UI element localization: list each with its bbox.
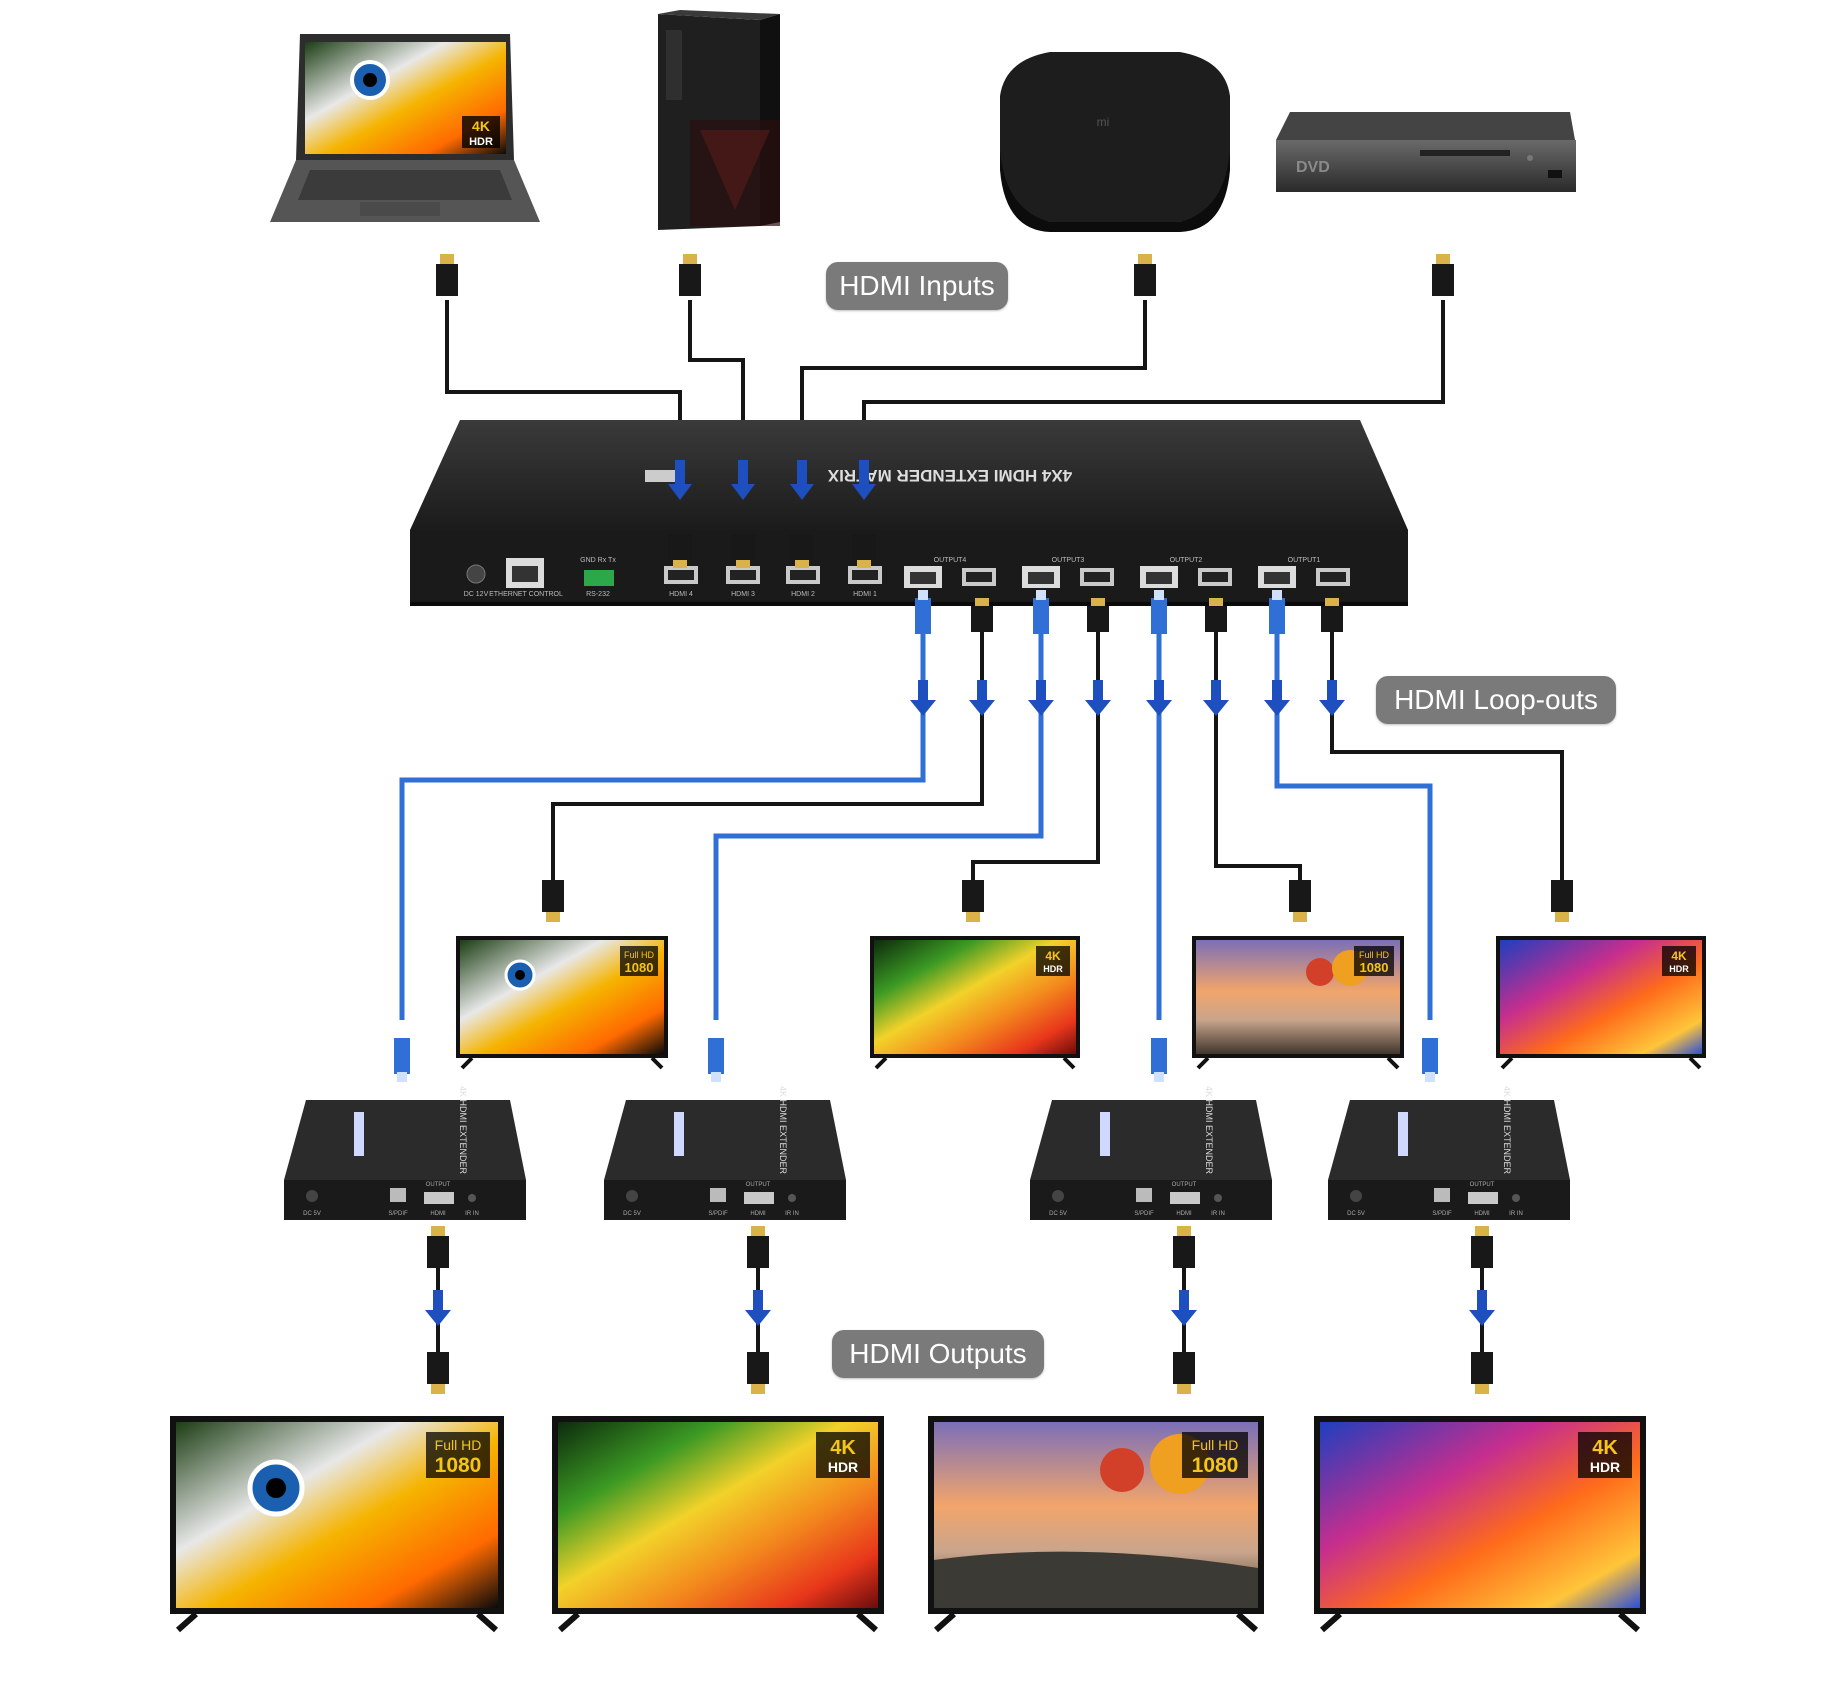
extender-receiver-4: 4K HDMI EXTENDER DC 5V S/PDIF OUTPUT HDM… (1328, 1086, 1570, 1220)
output-hdmi-plugs (427, 1226, 1493, 1394)
matrix-input-plugs (668, 534, 876, 568)
extender-3-top-label: 4K HDMI EXTENDER (1204, 1086, 1214, 1175)
extender-1-top-label: 4K HDMI EXTENDER (458, 1086, 468, 1175)
extender-receiver-3: 4K HDMI EXTENDER DC 5V S/PDIF OUTPUT HDM… (1030, 1086, 1272, 1220)
tv-4-badge-top: 4K (1592, 1437, 1618, 1459)
matrix-output-label-1: OUTPUT1 (1288, 557, 1321, 564)
hdmi-outputs-label: HDMI Outputs (832, 1330, 1044, 1378)
media-box-source: mi (1000, 52, 1230, 232)
matrix-rs232-top: GND Rx Tx (580, 557, 616, 564)
laptop-badge-hdr: HDR (469, 136, 493, 148)
matrix-output-label-4: OUTPUT4 (934, 557, 967, 564)
matrix-hdmi-in-3 (726, 566, 760, 584)
matrix-power-jack (466, 564, 486, 584)
small-tv-2-badge-top: 4K (1045, 949, 1061, 963)
extender-4-spdif: S/PDIF (1432, 1211, 1452, 1217)
extender-2-hdmi: HDMI (750, 1211, 766, 1217)
tv-2-badge-top: 4K (830, 1437, 856, 1459)
tv-4-badge-bottom: HDR (1590, 1459, 1620, 1475)
small-tv-4-badge-top: 4K (1671, 949, 1687, 963)
small-tv-1-badge-top: Full HD (624, 950, 655, 960)
matrix-top-label: 4X4 HDMI EXTENDER MATRIX (827, 466, 1072, 485)
tv-1-badge-top: Full HD (435, 1437, 482, 1453)
matrix-output-label-3: OUTPUT3 (1052, 557, 1085, 564)
hdmi-loop-outs-label: HDMI Loop-outs (1376, 676, 1616, 724)
matrix-input-label-2: HDMI 2 (791, 591, 815, 598)
matrix-hdmi-in-2 (786, 566, 820, 584)
small-tv-2-badge-bottom: HDR (1043, 964, 1063, 974)
matrix-output-label-2: OUTPUT2 (1170, 557, 1203, 564)
matrix-input-label-3: HDMI 3 (731, 591, 755, 598)
extender-1-ir: IR IN (465, 1211, 479, 1217)
extender-4-power: DC 5V (1347, 1211, 1365, 1217)
extender-3-power: DC 5V (1049, 1211, 1067, 1217)
matrix-output-group-4: OUTPUT4 (904, 557, 996, 588)
loop-out-plugs (542, 880, 1573, 922)
matrix-output-group-2: OUTPUT2 (1140, 557, 1232, 588)
matrix-rs232-port (584, 570, 614, 586)
extender-2-ir: IR IN (785, 1211, 799, 1217)
loop-out-hdmi-cables (551, 620, 1564, 880)
loop-out-tv-3: Full HD 1080 (1192, 936, 1404, 1070)
laptop-badge-4k: 4K (472, 118, 490, 134)
laptop-source: 4K HDR (270, 34, 540, 222)
cat-plugs-top (915, 590, 1285, 634)
output-tv-3: Full HD 1080 (928, 1416, 1264, 1633)
matrix-rs232-label: RS-232 (586, 591, 610, 598)
loop-out-tv-1: Full HD 1080 (456, 936, 668, 1070)
tv-3-badge-top: Full HD (1192, 1437, 1239, 1453)
input-hdmi-plugs (436, 254, 1454, 296)
loop-out-arrows (910, 680, 1345, 716)
extender-2-top-label: 4K HDMI EXTENDER (778, 1086, 788, 1175)
matrix-input-label-1: HDMI 1 (853, 591, 877, 598)
extender-1-output: OUTPUT (426, 1182, 451, 1188)
extender-2-spdif: S/PDIF (708, 1211, 728, 1217)
dvd-label: DVD (1296, 159, 1330, 176)
extender-4-top-label: 4K HDMI EXTENDER (1502, 1086, 1512, 1175)
output-arrows (425, 1290, 1495, 1326)
extender-2-power: DC 5V (623, 1211, 641, 1217)
loop-out-tv-4: 4K HDR (1496, 936, 1706, 1070)
small-tv-4-badge-bottom: HDR (1669, 964, 1689, 974)
tv-1-badge-bottom: 1080 (435, 1454, 482, 1477)
matrix-ethernet-label: ETHERNET CONTROL (489, 591, 563, 598)
extender-4-output: OUTPUT (1470, 1182, 1495, 1188)
small-tv-1-badge-bottom: 1080 (625, 960, 654, 975)
output-tv-2: 4K HDR (552, 1416, 884, 1633)
tv-3-badge-bottom: 1080 (1192, 1454, 1239, 1477)
extender-1-hdmi: HDMI (430, 1211, 446, 1217)
output-tv-4: 4K HDR (1314, 1416, 1646, 1633)
dvd-player-source: DVD (1276, 112, 1576, 192)
cat-plugs-bottom (394, 1038, 1438, 1082)
extender-2-output: OUTPUT (746, 1182, 771, 1188)
extender-1-power: DC 5V (303, 1211, 321, 1217)
matrix-input-label-4: HDMI 4 (669, 591, 693, 598)
input-arrows (668, 460, 876, 500)
extender-4-ir: IR IN (1509, 1211, 1523, 1217)
extender-4-hdmi: HDMI (1474, 1211, 1490, 1217)
hdmi-plugs-top (971, 598, 1343, 632)
matrix-switcher: 4X4 HDMI EXTENDER MATRIX DC 12V ETHERNET… (410, 420, 1408, 606)
extender-3-spdif: S/PDIF (1134, 1211, 1154, 1217)
desktop-pc-source (658, 10, 780, 230)
media-box-logo: mi (1097, 115, 1110, 129)
small-tv-3-badge-top: Full HD (1359, 950, 1390, 960)
tv-2-badge-bottom: HDR (828, 1459, 858, 1475)
matrix-power-label: DC 12V (464, 591, 489, 598)
matrix-hdmi-in-4 (664, 566, 698, 584)
matrix-hdmi-in-1 (848, 566, 882, 584)
matrix-output-group-1: OUTPUT1 (1258, 557, 1350, 588)
loop-out-tv-2: 4K HDR (870, 936, 1080, 1070)
output-tv-1: Full HD 1080 (170, 1416, 504, 1633)
extender-receiver-1: 4K HDMI EXTENDER DC 5V S/PDIF OUTPUT HDM… (284, 1086, 526, 1220)
extender-receiver-2: 4K HDMI EXTENDER DC 5V S/PDIF OUTPUT HDM… (604, 1086, 846, 1220)
extender-1-spdif: S/PDIF (388, 1211, 408, 1217)
small-tv-3-badge-bottom: 1080 (1360, 960, 1389, 975)
hdmi-inputs-label: HDMI Inputs (826, 262, 1008, 310)
extender-3-ir: IR IN (1211, 1211, 1225, 1217)
extender-3-hdmi: HDMI (1176, 1211, 1192, 1217)
extender-3-output: OUTPUT (1172, 1182, 1197, 1188)
matrix-output-group-3: OUTPUT3 (1022, 557, 1114, 588)
